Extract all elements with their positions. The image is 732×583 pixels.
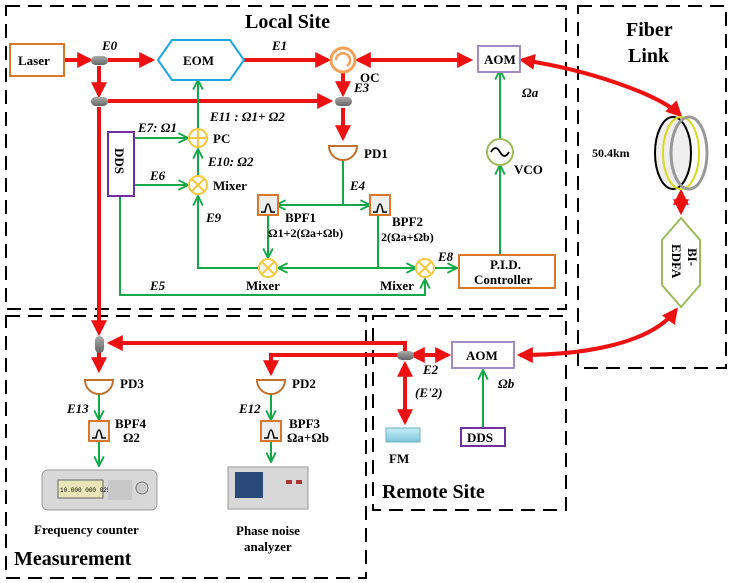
optical-paths: [64, 52, 689, 426]
pd2-label: PD2: [292, 376, 316, 391]
label-e13: E13: [66, 401, 89, 416]
coupler-measurement: [95, 336, 104, 353]
bi-edfa: BI- EDFA: [661, 216, 701, 309]
label-omega-b: Ωb: [498, 376, 515, 391]
label-e3: E3: [353, 80, 370, 95]
mixer-bottom-right-label: Mixer: [380, 278, 414, 293]
coupler-e3: [335, 97, 352, 106]
label-e1: E1: [271, 38, 287, 53]
dds-local-label: DDS: [112, 148, 127, 174]
fiber-link-title-2: Link: [628, 45, 670, 67]
optical-circulator: OC: [329, 46, 380, 85]
aom-local-label: AOM: [484, 52, 516, 67]
label-e0: E0: [101, 38, 118, 53]
label-e7: E7: Ω1: [137, 120, 177, 135]
frequency-counter-label: Frequency counter: [34, 522, 139, 537]
label-e4: E4: [349, 178, 366, 193]
remote-site-region: [372, 315, 567, 511]
label-e8: E8: [437, 249, 454, 264]
mixer-bottom-left: Mixer: [246, 258, 280, 293]
photodetector-pd1: PD1: [327, 145, 388, 161]
fiber-link-region: [577, 5, 727, 369]
bpf3: BPF3 Ωa+Ωb: [260, 416, 329, 445]
bpf2: BPF2 2(Ωa+Ωb): [369, 194, 434, 244]
polarization-controller: PC: [188, 128, 230, 148]
electrical-paths: [99, 70, 500, 466]
mixer-top: Mixer: [188, 175, 247, 195]
measurement-region: [5, 315, 367, 579]
eom-label: EOM: [183, 53, 214, 68]
fm-label: FM: [389, 451, 409, 466]
counter-display: 10.000 000 025: [60, 487, 111, 494]
mixer-bottom-right: Mixer: [380, 258, 435, 293]
label-e6: E6: [149, 168, 166, 183]
bpf4-label: BPF4: [115, 416, 147, 431]
fiber-length-label: 50.4km: [592, 146, 630, 160]
aom-local: AOM: [477, 45, 521, 73]
frequency-counter: 10.000 000 025 Frequency counter: [34, 469, 158, 537]
edfa-label-2: EDFA: [669, 244, 684, 279]
vco: VCO: [486, 138, 543, 177]
eom: EOM: [156, 39, 246, 81]
phase-noise-label-1: Phase noise: [236, 523, 300, 538]
pid-label-1: P.I.D.: [490, 257, 521, 272]
photodetector-pd3: PD3: [83, 376, 144, 395]
mixer-bottom-left-label: Mixer: [246, 278, 280, 293]
pd3-label: PD3: [120, 376, 144, 391]
phase-noise-label-2: analyzer: [244, 539, 292, 554]
mixer-top-label: Mixer: [213, 178, 247, 193]
coupler-remote: [397, 351, 414, 360]
laser: Laser: [9, 43, 65, 77]
remote-site-title: Remote Site: [382, 481, 485, 503]
bpf4-freq: Ω2: [123, 430, 140, 445]
label-e12: E12: [238, 401, 261, 416]
dds-remote: DDS: [460, 427, 506, 447]
dds-remote-label: DDS: [467, 430, 493, 445]
oc-label: OC: [360, 70, 380, 85]
phase-noise-analyzer: Phase noise analyzer: [227, 466, 309, 554]
label-e2: E2: [422, 362, 439, 377]
fiber-link-title-1: Fiber: [626, 19, 673, 41]
local-site-title: Local Site: [245, 11, 330, 33]
edfa-label-1: BI-: [685, 248, 700, 266]
fiber-spool: 50.4km: [592, 115, 709, 191]
signal-labels: E0 E1 E3 E4 E5 E6 E7: Ω1 E8 E9 E10: Ω2 E…: [66, 38, 539, 416]
label-e9: E9: [205, 210, 222, 225]
pc-label: PC: [213, 131, 230, 146]
bpf2-freq: 2(Ωa+Ωb): [381, 230, 434, 244]
pid-controller: P.I.D. Controller: [458, 254, 556, 289]
bpf3-freq: Ωa+Ωb: [287, 430, 329, 445]
label-e2-prime: (E'2): [415, 385, 442, 400]
pid-label-2: Controller: [474, 272, 532, 287]
dds-local: DDS: [107, 131, 135, 197]
photodetector-pd2: PD2: [255, 376, 316, 395]
label-omega-a: Ωa: [522, 85, 539, 100]
bpf3-label: BPF3: [289, 416, 321, 431]
coupler-e0: [91, 56, 108, 65]
laser-label: Laser: [18, 53, 50, 68]
faraday-mirror: FM: [385, 427, 421, 466]
coupler-lower: [91, 97, 108, 106]
pd1-label: PD1: [364, 146, 388, 161]
label-e5: E5: [149, 278, 166, 293]
measurement-title: Measurement: [14, 548, 132, 570]
aom-remote-label: AOM: [466, 348, 498, 363]
local-site-region: [5, 5, 567, 310]
label-e10: E10: Ω2: [207, 154, 254, 169]
bpf4: BPF4 Ω2: [88, 416, 147, 445]
vco-label: VCO: [514, 162, 543, 177]
bpf1-freq: Ω1+2(Ωa+Ωb): [268, 226, 343, 240]
label-e11: E11 : Ω1+ Ω2: [209, 109, 285, 124]
bpf1-label: BPF1: [285, 210, 316, 225]
bpf1: BPF1 Ω1+2(Ωa+Ωb): [257, 194, 343, 240]
aom-remote: AOM: [451, 341, 515, 369]
bpf2-label: BPF2: [392, 214, 423, 229]
